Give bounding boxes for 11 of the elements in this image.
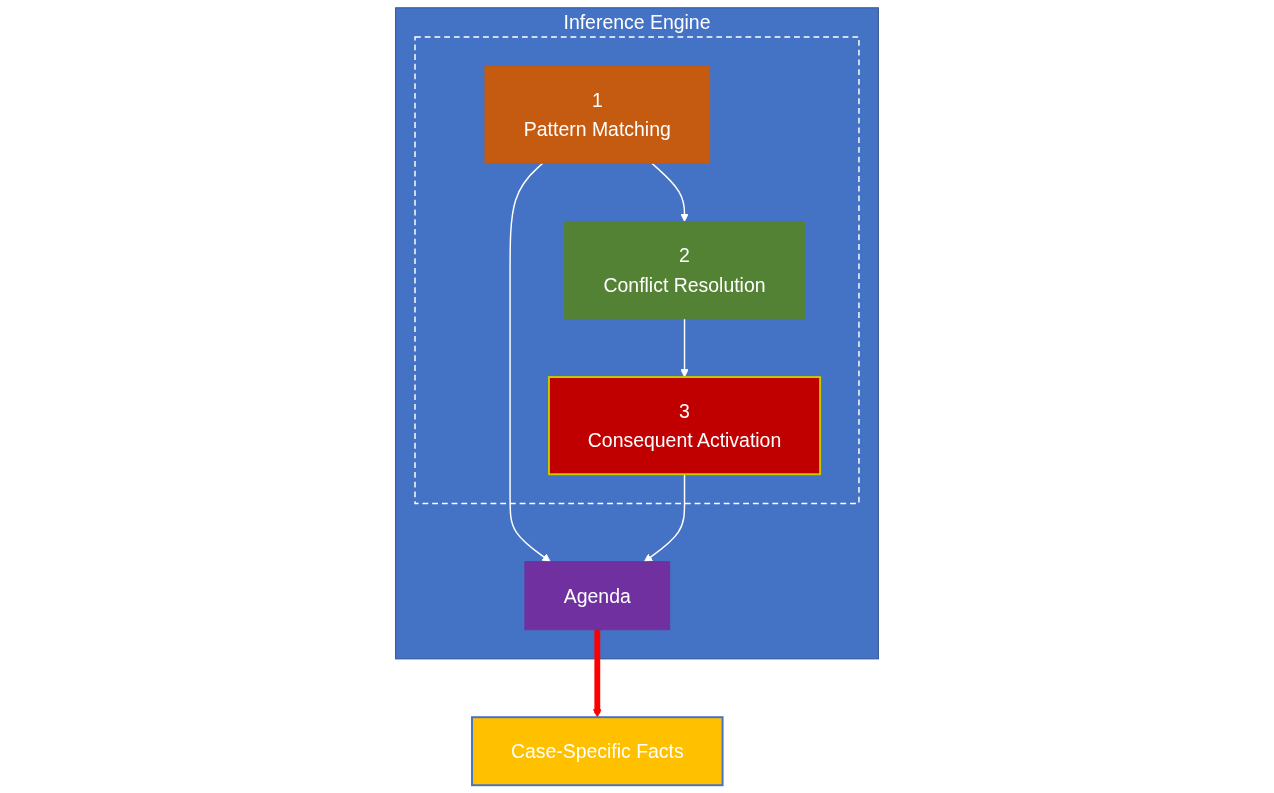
node-box: 3 Consequent Activation [547, 376, 822, 476]
arrow [643, 473, 686, 563]
node-box: 2 Conflict Resolution [564, 221, 805, 320]
arrow [593, 629, 602, 718]
arrow [651, 162, 689, 222]
node-box: 1 Pattern Matching [484, 65, 711, 164]
cluster [414, 36, 860, 505]
node-box: Case-Specific Facts [471, 716, 724, 787]
arrow [680, 318, 689, 378]
node-box: Agenda [524, 561, 671, 631]
arrow [509, 162, 551, 563]
